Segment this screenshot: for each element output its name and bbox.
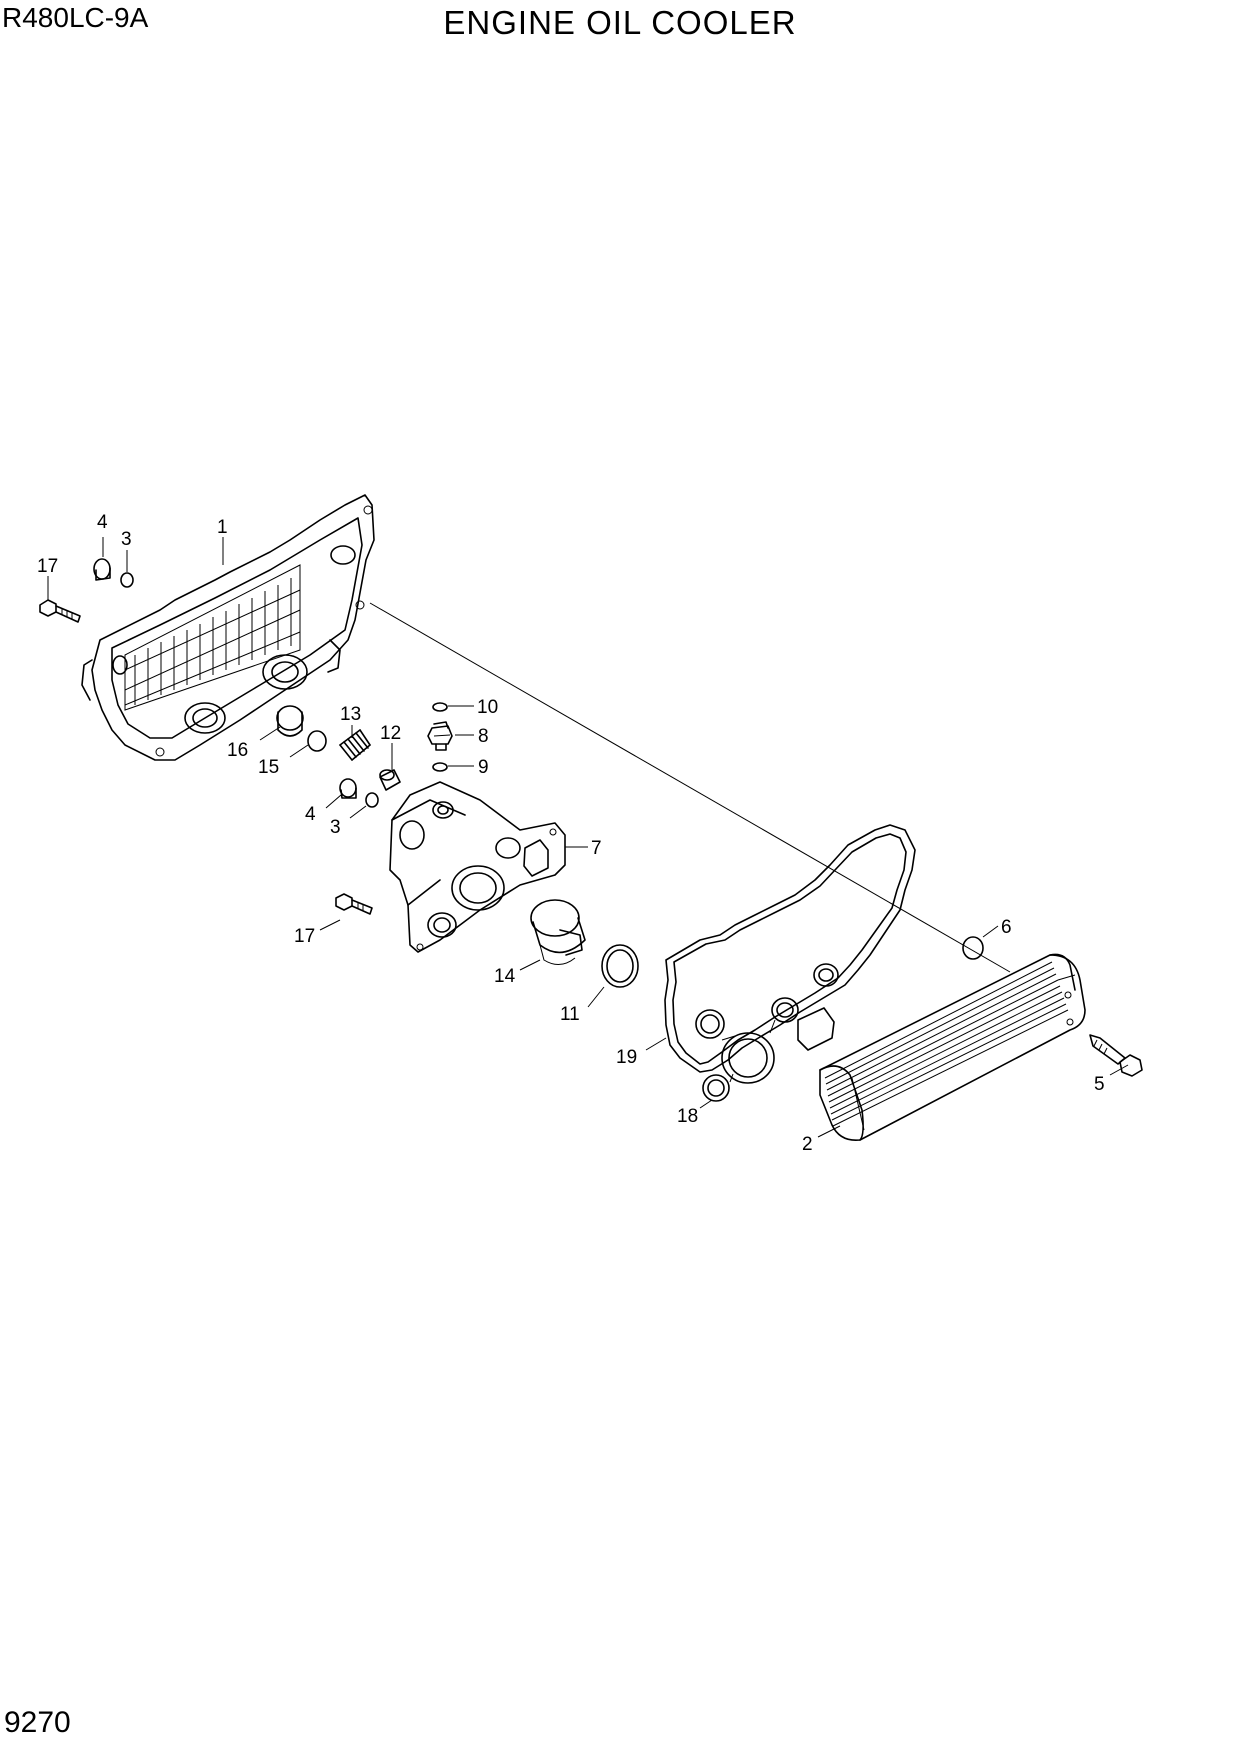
o-ring-part-6 bbox=[962, 936, 984, 960]
callout-1: 1 bbox=[217, 517, 228, 538]
sleeve-part-12 bbox=[379, 769, 401, 791]
callout-17-middle: 17 bbox=[294, 926, 315, 947]
callout-17-top: 17 bbox=[37, 556, 58, 577]
fitting-part-8 bbox=[427, 721, 453, 751]
thermostat-part-14 bbox=[530, 899, 586, 965]
snap-ring-part-11 bbox=[601, 944, 639, 988]
callout-16: 16 bbox=[227, 740, 248, 761]
page-number: 9270 bbox=[4, 1706, 71, 1739]
callout-11: 11 bbox=[560, 1004, 580, 1025]
callout-4-middle: 4 bbox=[305, 804, 316, 825]
bolt-part-17-top bbox=[39, 599, 81, 623]
bolt-part-17-middle bbox=[335, 893, 373, 915]
o-ring-part-9 bbox=[432, 762, 448, 772]
callout-2: 2 bbox=[802, 1134, 813, 1155]
seal-set-part-18 bbox=[695, 963, 839, 1102]
callout-18: 18 bbox=[677, 1106, 698, 1127]
o-ring-part-15 bbox=[307, 730, 327, 752]
plug-part-4-top bbox=[93, 558, 111, 581]
bolt-part-5 bbox=[1089, 1034, 1143, 1077]
callout-leaders bbox=[47, 537, 1129, 1138]
gasket-part-19 bbox=[664, 824, 916, 1073]
o-ring-part-10 bbox=[432, 702, 448, 712]
plug-part-4-middle bbox=[339, 778, 357, 799]
callout-14: 14 bbox=[494, 966, 516, 987]
callout-labels: 1 4 3 17 16 15 13 12 10 8 9 4 3 7 17 14 … bbox=[37, 512, 1105, 1155]
callout-5: 5 bbox=[1094, 1074, 1105, 1095]
callout-6: 6 bbox=[1001, 917, 1012, 938]
callout-13: 13 bbox=[340, 704, 361, 725]
callout-10: 10 bbox=[477, 697, 498, 718]
page-title: ENGINE OIL COOLER bbox=[443, 4, 797, 41]
callout-3-top: 3 bbox=[121, 529, 132, 550]
model-number: R480LC-9A bbox=[2, 2, 149, 33]
spring-part-13 bbox=[339, 729, 371, 761]
oil-cooler-housing bbox=[81, 494, 375, 761]
o-ring-part-3-top bbox=[120, 572, 134, 588]
plug-part-16 bbox=[276, 705, 304, 737]
callout-8: 8 bbox=[478, 726, 489, 747]
callout-19: 19 bbox=[616, 1047, 637, 1068]
callout-3-middle: 3 bbox=[330, 817, 341, 838]
o-ring-part-3-middle bbox=[365, 792, 379, 808]
valve-housing-part-7 bbox=[389, 781, 566, 953]
callout-12: 12 bbox=[380, 723, 401, 744]
callout-7: 7 bbox=[591, 838, 602, 859]
callout-15: 15 bbox=[258, 757, 279, 778]
callout-4-top: 4 bbox=[97, 512, 108, 533]
oil-cooler-core-part-2 bbox=[819, 953, 1086, 1142]
callout-9: 9 bbox=[478, 757, 489, 778]
